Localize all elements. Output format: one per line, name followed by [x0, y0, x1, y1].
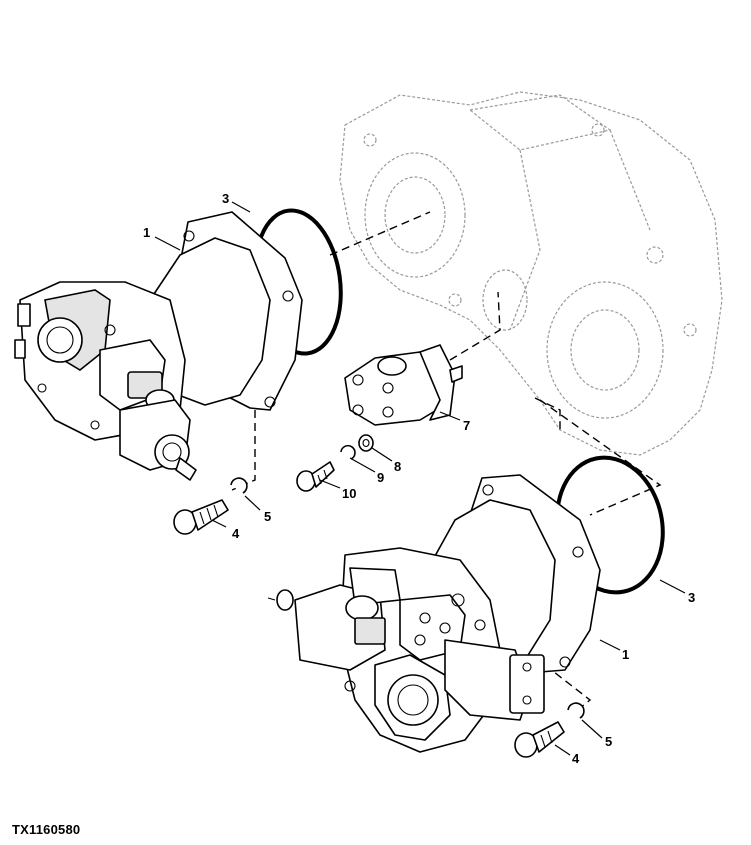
washer-8 [358, 434, 374, 452]
callout-5-lower: 5 [605, 734, 612, 749]
hydraulic-motor-upper [14, 211, 303, 481]
callout-5-upper: 5 [264, 509, 271, 524]
callout-4-lower: 4 [572, 751, 580, 766]
cap-screw-10 [296, 461, 335, 492]
lock-washer-9 [340, 444, 356, 460]
callout-1-upper: 1 [143, 225, 150, 240]
callout-3-upper: 3 [222, 191, 229, 206]
charge-pump [344, 344, 463, 426]
ghost-transmission-housing [339, 91, 723, 456]
callout-1-lower: 1 [622, 647, 629, 662]
callout-8: 8 [394, 459, 401, 474]
callout-9: 9 [377, 470, 384, 485]
figure-id: TX1160580 [12, 822, 81, 837]
callout-10: 10 [342, 486, 356, 501]
callout-leaders [154, 201, 686, 756]
lock-washer-upper [230, 477, 248, 494]
hydraulic-motor-lower [267, 474, 601, 753]
cap-screw-lower [514, 721, 565, 758]
cap-screw-upper [173, 499, 229, 535]
callout-4-upper: 4 [232, 526, 240, 541]
lock-washer-lower [567, 702, 585, 719]
callout-7: 7 [463, 418, 470, 433]
callout-3-lower: 3 [688, 590, 695, 605]
